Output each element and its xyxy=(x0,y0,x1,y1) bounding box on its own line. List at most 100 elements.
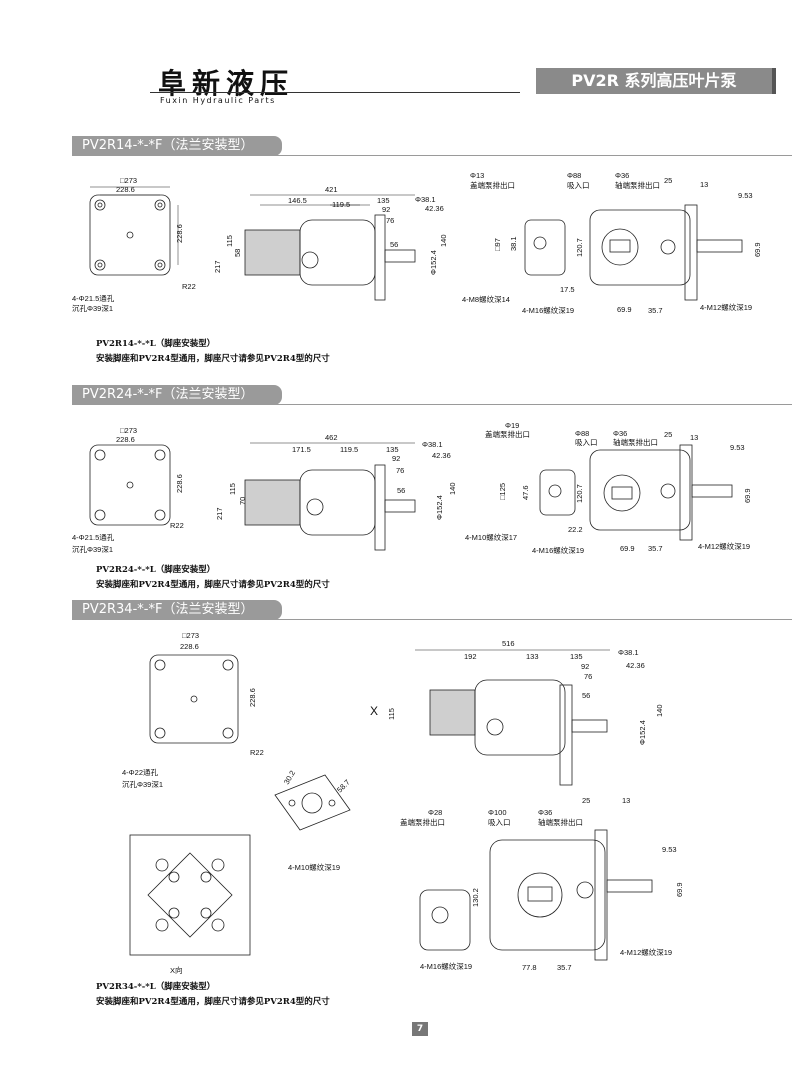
section-rule xyxy=(72,404,792,405)
svg-text:115: 115 xyxy=(387,708,396,720)
svg-text:Φ38.1: Φ38.1 xyxy=(422,440,443,449)
svg-text:□273: □273 xyxy=(120,426,137,435)
svg-text:吸入口: 吸入口 xyxy=(488,818,511,827)
svg-text:35.7: 35.7 xyxy=(648,306,663,315)
svg-text:盖端泵排出口: 盖端泵排出口 xyxy=(400,817,445,827)
flange-detail: 30.2 58.7 4-M10螺纹深19 xyxy=(274,769,352,872)
end-view: Φ19 盖端泵排出口 Φ88 吸入口 Φ36 轴端泵排出口 25 13 9.53… xyxy=(465,421,752,555)
svg-text:115: 115 xyxy=(228,483,237,495)
svg-text:146.5: 146.5 xyxy=(288,196,307,205)
svg-text:228.6: 228.6 xyxy=(116,435,135,444)
svg-text:135: 135 xyxy=(570,652,583,661)
svg-text:22.2: 22.2 xyxy=(568,525,583,534)
section-note-pv2r34: PV2R34-*-*L（脚座安装型） 安装脚座和PV2R4型通用，脚座尺寸请参见… xyxy=(96,980,330,1010)
svg-text:轴端泵排出口: 轴端泵排出口 xyxy=(613,437,658,447)
svg-text:□97: □97 xyxy=(493,238,502,251)
svg-text:沉孔Φ39深1: 沉孔Φ39深1 xyxy=(72,304,113,313)
svg-text:56: 56 xyxy=(397,486,405,495)
svg-text:盖端泵排出口: 盖端泵排出口 xyxy=(470,180,515,190)
svg-text:9.53: 9.53 xyxy=(730,443,745,452)
front-view: □273 228.6 228.6 R22 4-Φ21.5通孔 沉孔Φ39深1 xyxy=(72,176,196,313)
svg-text:4-M8螺纹深14: 4-M8螺纹深14 xyxy=(462,294,510,304)
note-line-2: 安装脚座和PV2R4型通用，脚座尺寸请参见PV2R4型的尺寸 xyxy=(96,354,330,364)
page-number: 7 xyxy=(412,1022,428,1036)
svg-text:516: 516 xyxy=(502,639,515,648)
note-line-2: 安装脚座和PV2R4型通用，脚座尺寸请参见PV2R4型的尺寸 xyxy=(96,997,330,1007)
svg-text:135: 135 xyxy=(377,196,390,205)
section-title-pv2r24: PV2R24-*-*F（法兰安装型） xyxy=(72,385,282,405)
front-view: □273 228.6 228.6 R22 4-Φ22通孔 沉孔Φ39深1 xyxy=(122,631,264,789)
svg-text:4-Φ21.5通孔: 4-Φ21.5通孔 xyxy=(72,532,115,542)
svg-text:47.6: 47.6 xyxy=(521,485,530,500)
svg-text:130.2: 130.2 xyxy=(471,888,480,907)
section-rule xyxy=(72,155,792,156)
svg-text:76: 76 xyxy=(396,466,404,475)
section-note-pv2r24: PV2R24-*-*L（脚座安装型） 安装脚座和PV2R4型通用，脚座尺寸请参见… xyxy=(96,563,330,593)
section-title-pv2r14: PV2R14-*-*F（法兰安装型） xyxy=(72,136,282,156)
svg-text:沉孔Φ39深1: 沉孔Φ39深1 xyxy=(72,545,113,554)
brand-subtitle: Fuxin Hydraulic Parts xyxy=(160,96,276,105)
svg-text:25: 25 xyxy=(582,796,590,805)
svg-text:轴端泵排出口: 轴端泵排出口 xyxy=(615,180,660,190)
svg-text:□125: □125 xyxy=(498,483,507,500)
svg-text:吸入口: 吸入口 xyxy=(575,438,598,447)
series-title: PV2R 系列高压叶片泵 xyxy=(536,68,776,94)
svg-text:R22: R22 xyxy=(250,748,264,757)
svg-text:42.36: 42.36 xyxy=(626,661,645,670)
svg-text:R22: R22 xyxy=(182,282,196,291)
svg-text:115: 115 xyxy=(225,235,234,247)
svg-text:X: X xyxy=(370,704,378,718)
note-line-1: PV2R34-*-*L（脚座安装型） xyxy=(96,982,216,992)
svg-text:盖端泵排出口: 盖端泵排出口 xyxy=(485,429,530,439)
svg-text:Φ38.1: Φ38.1 xyxy=(415,195,436,204)
svg-text:Φ36: Φ36 xyxy=(613,429,627,438)
side-view: 516 192 133 135 92 76 56 115 140 Φ38.1 4… xyxy=(370,639,664,786)
svg-text:228.6: 228.6 xyxy=(248,688,257,707)
svg-text:吸入口: 吸入口 xyxy=(567,181,590,190)
svg-text:58: 58 xyxy=(233,249,242,257)
svg-text:X向: X向 xyxy=(170,965,183,975)
svg-text:217: 217 xyxy=(215,507,224,520)
svg-text:140: 140 xyxy=(655,704,664,717)
svg-text:Φ28: Φ28 xyxy=(428,808,442,817)
svg-text:4-M12螺纹深19: 4-M12螺纹深19 xyxy=(620,947,672,957)
svg-text:135: 135 xyxy=(386,445,399,454)
svg-text:58.7: 58.7 xyxy=(335,778,352,795)
svg-text:Φ88: Φ88 xyxy=(575,429,589,438)
svg-text:92: 92 xyxy=(581,662,589,671)
svg-text:69.9: 69.9 xyxy=(753,242,762,257)
svg-text:30.2: 30.2 xyxy=(282,769,297,786)
svg-text:228.6: 228.6 xyxy=(175,224,184,243)
note-line-2: 安装脚座和PV2R4型通用，脚座尺寸请参见PV2R4型的尺寸 xyxy=(96,580,330,590)
svg-text:421: 421 xyxy=(325,185,338,194)
section-title-text: PV2R14-*-*F（法兰安装型） xyxy=(82,138,254,153)
svg-text:228.6: 228.6 xyxy=(175,474,184,493)
svg-text:120.7: 120.7 xyxy=(575,238,584,257)
side-view: 421 146.5 119.5 135 92 76 56 217 115 58 … xyxy=(213,185,448,301)
svg-text:25: 25 xyxy=(664,430,672,439)
svg-text:4-M16螺纹深19: 4-M16螺纹深19 xyxy=(522,305,574,315)
svg-text:25: 25 xyxy=(664,176,672,185)
svg-text:13: 13 xyxy=(622,796,630,805)
svg-text:13: 13 xyxy=(700,180,708,189)
svg-text:76: 76 xyxy=(386,216,394,225)
svg-text:119.5: 119.5 xyxy=(332,200,350,209)
svg-text:□273: □273 xyxy=(120,176,137,185)
drawing-pv2r34: □273 228.6 228.6 R22 4-Φ22通孔 沉孔Φ39深1 30.… xyxy=(122,631,684,975)
svg-text:70: 70 xyxy=(238,497,247,505)
svg-text:120.7: 120.7 xyxy=(575,484,584,503)
svg-text:171.5: 171.5 xyxy=(292,445,311,454)
svg-text:Φ152.4: Φ152.4 xyxy=(435,495,444,520)
svg-text:轴端泵排出口: 轴端泵排出口 xyxy=(538,817,583,827)
note-line-1: PV2R14-*-*L（脚座安装型） xyxy=(96,339,216,349)
svg-text:17.5: 17.5 xyxy=(560,285,575,294)
svg-text:92: 92 xyxy=(392,454,400,463)
brand-title: 阜新液压 xyxy=(158,67,295,100)
svg-text:4-Φ22通孔: 4-Φ22通孔 xyxy=(122,767,158,777)
svg-text:4-M12螺纹深19: 4-M12螺纹深19 xyxy=(700,302,752,312)
svg-text:Φ38.1: Φ38.1 xyxy=(618,648,639,657)
svg-text:192: 192 xyxy=(464,652,477,661)
section-title-pv2r34: PV2R34-*-*F（法兰安装型） xyxy=(72,600,282,620)
note-line-1: PV2R24-*-*L（脚座安装型） xyxy=(96,565,216,575)
section-rule xyxy=(72,619,792,620)
